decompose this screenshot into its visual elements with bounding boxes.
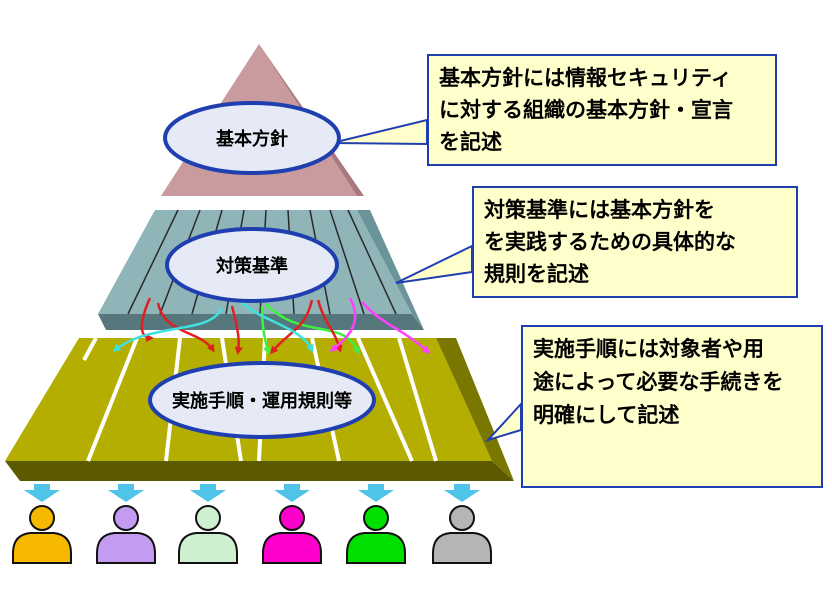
- down-arrow-icon: [190, 484, 226, 502]
- policy-callout-line: に対する組織の基本方針・宣言: [439, 98, 733, 122]
- standards-node: 対策基準: [165, 227, 339, 303]
- user-magenta-icon: [262, 505, 322, 564]
- standards-callout-line: 規則を記述: [484, 262, 589, 286]
- user-green-icon: [346, 505, 406, 564]
- user-mint-icon: [178, 505, 238, 564]
- procedures-callout: 実施手順には対象者や用 途によって必要な手続きを 明確にして記述: [521, 325, 823, 488]
- down-arrow-icon: [274, 484, 310, 502]
- policy-node: 基本方針: [163, 101, 341, 175]
- policy-callout-line: 基本方針には情報セキュリティ: [439, 66, 732, 90]
- down-arrows: [24, 484, 480, 502]
- user-orange-icon: [12, 505, 72, 564]
- standards-callout-line: 対策基準には基本方針を: [484, 198, 715, 222]
- procedures-callout-line: 明確にして記述: [533, 403, 680, 427]
- policy-label: 基本方針: [215, 128, 288, 150]
- procedures-label: 実施手順・運用規則等: [172, 390, 352, 412]
- users: [12, 505, 492, 564]
- standards-label: 対策基準: [215, 255, 288, 277]
- standards-callout: 対策基準には基本方針を を実践するための具体的な 規則を記述: [472, 186, 798, 298]
- policy-callout: 基本方針には情報セキュリティ に対する組織の基本方針・宣言 を記述: [427, 54, 777, 166]
- user-gray-icon: [432, 505, 492, 564]
- down-arrow-icon: [24, 484, 60, 502]
- flow-arrows: [112, 297, 431, 355]
- procedures-callout-line: 途によって必要な手続きを: [533, 370, 784, 394]
- down-arrow-icon: [108, 484, 144, 502]
- standards-layer: [98, 209, 424, 330]
- down-arrow-icon: [358, 484, 394, 502]
- policy-callout-line: を記述: [439, 130, 502, 154]
- procedures-callout-line: 実施手順には対象者や用: [533, 337, 764, 361]
- down-arrow-icon: [444, 484, 480, 502]
- user-purple-icon: [96, 505, 156, 564]
- procedures-node: 実施手順・運用規則等: [148, 361, 376, 439]
- standards-callout-line: を実践するための具体的な: [484, 230, 736, 254]
